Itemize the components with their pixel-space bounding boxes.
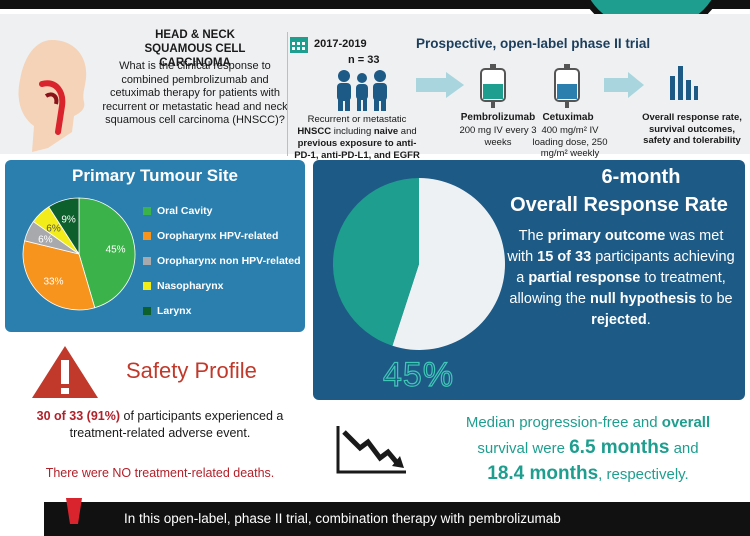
survival-summary: Median progression-free and overall surv…	[426, 410, 750, 487]
study-years: 2017-2019	[314, 38, 367, 50]
pie-slice-label: 45%	[106, 245, 126, 256]
trial-design: Prospective, open-label phase II trial	[416, 36, 651, 51]
top-bar	[0, 0, 750, 9]
safety-title: Safety Profile	[126, 358, 257, 383]
legend-swatch	[143, 206, 151, 215]
response-rate-timeframe: 6-month	[601, 166, 681, 188]
legend-item: Oropharynx non HPV-related	[143, 248, 301, 273]
exclamation-icon	[66, 498, 82, 524]
legend-item: Oral Cavity	[143, 198, 301, 223]
drug-cetuximab-dose: 400 mg/m² IV loading dose, 250 mg/m² wee…	[532, 125, 608, 159]
arrow-right-icon	[416, 72, 464, 98]
adverse-events-summary: 30 of 33 (91%) of participants experienc…	[36, 409, 284, 440]
pie-slice-oral-cavity	[78, 197, 136, 309]
legend-item: Oropharynx HPV-related	[143, 223, 301, 248]
study-outcomes: Overall response rate, survival outcomes…	[642, 112, 742, 146]
people-icon	[337, 70, 387, 111]
research-question: What is the clinical response to combine…	[102, 60, 288, 126]
study-overview-panel: HEAD & NECK SQUAMOUS CELL CARCINOMA What…	[0, 14, 750, 173]
tumour-site-legend: Oral Cavity Oropharynx HPV-related Oroph…	[143, 198, 301, 323]
iv-bag-icon	[554, 64, 580, 108]
response-rate-percent: 45%	[382, 355, 455, 394]
conclusion-bar	[44, 502, 750, 536]
pie-slice-label: 9%	[61, 215, 76, 226]
legend-swatch	[143, 281, 151, 290]
response-rate-title: Overall Response Rate	[510, 194, 728, 216]
conclusion-text: In this open-label, phase II trial, comb…	[124, 511, 561, 526]
deaths-summary: There were NO treatment-related deaths.	[45, 466, 275, 480]
downward-trend-icon	[336, 426, 406, 474]
response-rate-description: The primary outcome was met with 15 of 3…	[507, 228, 735, 328]
tumour-site-title: Primary Tumour Site	[72, 166, 238, 185]
legend-swatch	[143, 256, 151, 265]
survival-line-2: survival were 6.5 months and	[477, 437, 699, 458]
participant-count: n = 33	[348, 54, 380, 66]
tumour-site-pie-chart: 45%33%6%6%9%	[22, 197, 136, 311]
legend-swatch	[143, 231, 151, 240]
pie-slice-larynx	[48, 197, 80, 256]
pie-slice-partial-response	[333, 178, 419, 346]
divider	[287, 32, 288, 156]
pie-slice-no-response	[392, 178, 506, 350]
pie-slice-oropharynx-hpv-related	[22, 240, 96, 311]
survival-line-1: Median progression-free and overall	[465, 414, 711, 431]
legend-item: Larynx	[143, 298, 301, 323]
disease-title: HEAD & NECK SQUAMOUS CELL CARCINOMA	[144, 29, 246, 69]
iv-bag-icon	[480, 64, 506, 108]
response-rate-panel: 45% 6-month Overall Response Rate The pr…	[313, 160, 745, 400]
warning-icon	[32, 346, 98, 398]
drug-pembrolizumab: Pembrolizumab	[460, 112, 536, 123]
calendar-icon	[290, 37, 308, 53]
legend-swatch	[143, 306, 151, 315]
drug-cetuximab: Cetuximab	[542, 112, 594, 123]
arrow-right-icon	[604, 72, 644, 98]
legend-item: Nasopharynx	[143, 273, 301, 298]
survival-line-3: 18.4 months, respectively.	[487, 463, 689, 484]
drug-pembrolizumab-dose: 200 mg IV every 3 weeks	[459, 125, 537, 148]
head-profile-icon	[18, 40, 87, 152]
pie-slice-label: 6%	[38, 235, 53, 246]
pie-slice-label: 33%	[43, 277, 63, 288]
pie-slice-label: 6%	[46, 223, 61, 234]
tumour-site-panel: Primary Tumour Site 45%33%6%6%9% Oral Ca…	[5, 160, 305, 332]
bar-chart-icon	[670, 66, 698, 100]
response-rate-pie-chart	[333, 178, 506, 350]
